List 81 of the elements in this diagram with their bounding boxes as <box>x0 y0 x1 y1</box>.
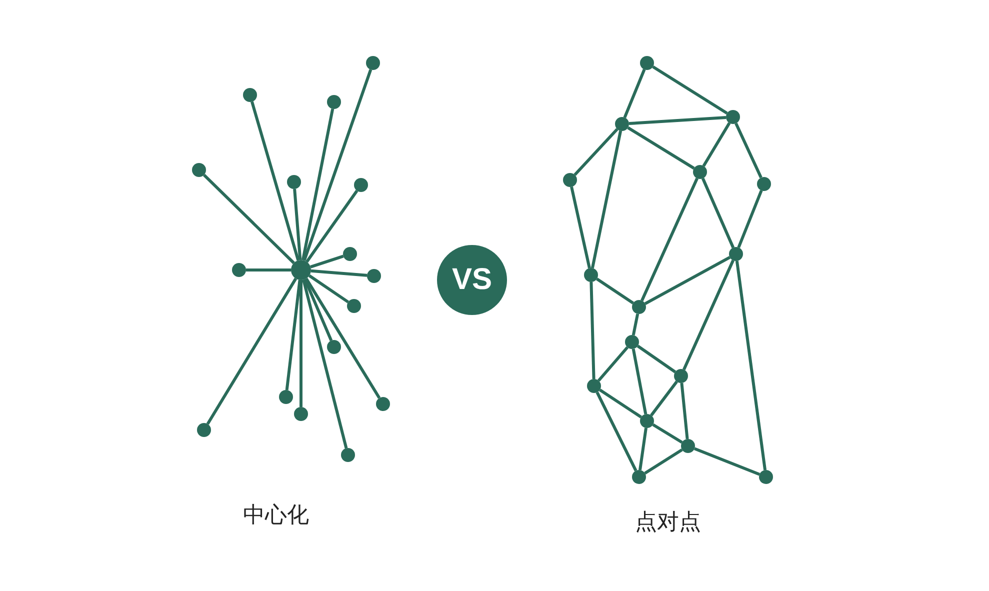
network-dot <box>232 263 246 277</box>
network-dot <box>632 300 646 314</box>
network-dot <box>243 88 257 102</box>
network-dot <box>674 369 688 383</box>
network-dot <box>729 247 743 261</box>
connector-line <box>250 101 300 261</box>
network-dot <box>279 390 293 404</box>
connector-line <box>596 392 638 472</box>
connector-line <box>644 448 683 475</box>
network-dot <box>632 470 646 484</box>
network-dot <box>587 379 601 393</box>
network-dot <box>192 163 206 177</box>
connector-line <box>597 346 629 382</box>
network-dot <box>693 165 707 179</box>
connector-line <box>293 188 302 260</box>
connector-line <box>702 122 731 167</box>
connector-line <box>308 274 350 304</box>
connector-line <box>596 278 634 304</box>
connector-line <box>652 65 728 115</box>
connector-line <box>574 128 618 176</box>
connector-line <box>246 268 291 272</box>
network-dot <box>341 448 355 462</box>
vs-badge: VS <box>437 245 507 315</box>
network-dot <box>327 95 341 109</box>
connector-line <box>644 256 731 305</box>
connector-line <box>632 348 648 414</box>
connector-line <box>304 278 381 399</box>
connector-line <box>701 178 735 248</box>
hub-dot <box>291 260 311 280</box>
network-caption: 点对点 <box>635 509 701 537</box>
connector-line <box>206 278 298 425</box>
network-dot <box>615 117 629 131</box>
network-dot <box>757 177 771 191</box>
connector-line <box>310 269 368 277</box>
connector-line <box>734 122 762 178</box>
connector-line <box>300 280 302 407</box>
network-dot <box>640 56 654 70</box>
connector-line <box>301 108 334 260</box>
connector-line <box>590 130 622 268</box>
network-dot <box>640 414 654 428</box>
connector-line <box>632 314 640 336</box>
network-dot <box>343 247 357 261</box>
connector-line <box>310 254 344 268</box>
connector-line <box>623 68 646 118</box>
network-dot <box>287 175 301 189</box>
network-dot <box>366 56 380 70</box>
network-dot <box>197 423 211 437</box>
connector-line <box>302 279 348 449</box>
network-dot <box>726 110 740 124</box>
connector-line <box>650 380 678 416</box>
connector-line <box>302 69 372 262</box>
connector-line <box>694 447 760 476</box>
connector-line <box>627 126 695 170</box>
network-dot <box>376 397 390 411</box>
network-dot <box>563 173 577 187</box>
connector-line <box>652 423 683 444</box>
network-dot <box>759 470 773 484</box>
connector-line <box>680 382 689 440</box>
network-dot <box>367 269 381 283</box>
network-dot <box>354 178 368 192</box>
connector-line <box>599 388 642 418</box>
connector-line <box>202 174 295 264</box>
network-dot <box>327 340 341 354</box>
connector-line <box>590 282 596 380</box>
connector-line <box>628 116 726 126</box>
network-dot <box>681 439 695 453</box>
connector-line <box>304 278 333 342</box>
connector-line <box>682 260 734 370</box>
network-dot <box>294 407 308 421</box>
connector-line <box>570 186 591 268</box>
connector-line <box>737 190 763 248</box>
network-dot <box>625 335 639 349</box>
network-caption: 中心化 <box>243 502 309 530</box>
network-dot <box>347 299 361 313</box>
connector-line <box>638 428 648 470</box>
connector-line <box>306 190 358 263</box>
connector-line <box>735 260 767 470</box>
connector-line <box>640 178 698 302</box>
connector-line <box>636 344 676 374</box>
network-dot <box>584 268 598 282</box>
connector-line <box>285 280 302 390</box>
